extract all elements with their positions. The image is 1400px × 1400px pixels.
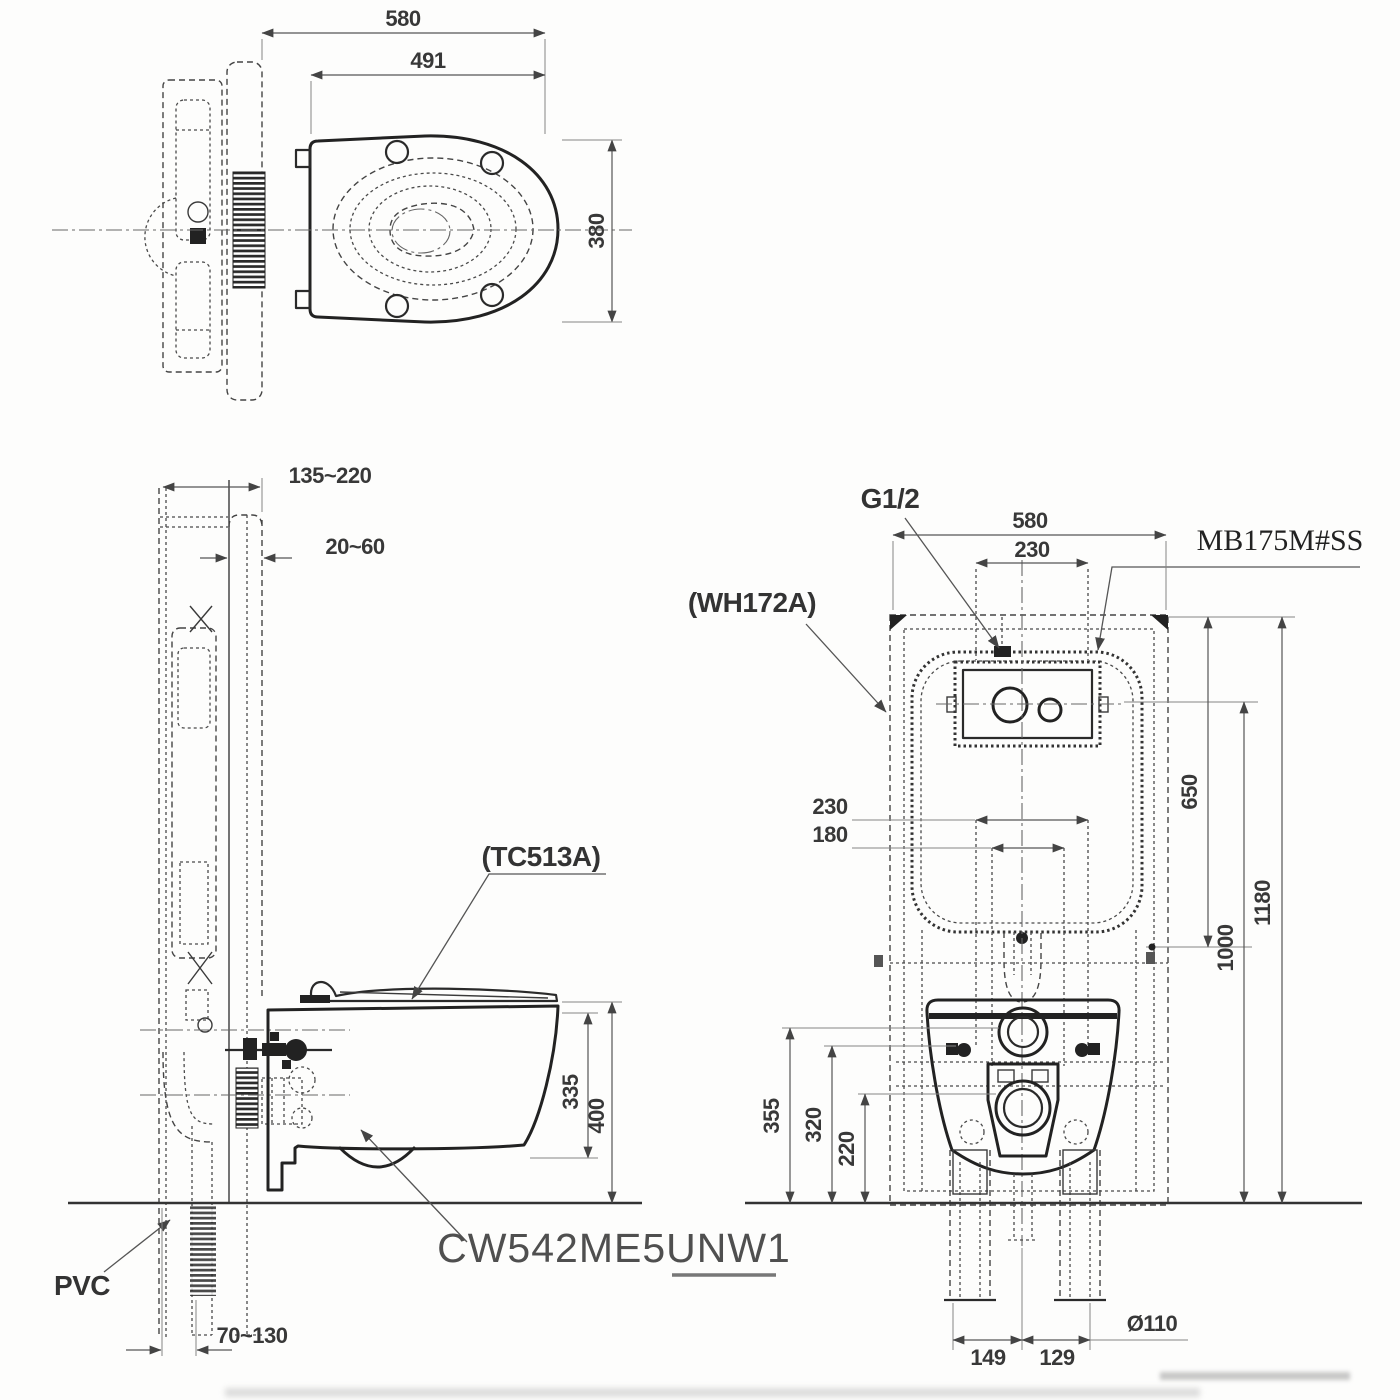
dim-front-129: 129 xyxy=(1039,1345,1074,1370)
top-view-dimensions: 580 491 380 xyxy=(261,6,622,323)
front-fixing-mark-right xyxy=(1146,952,1155,964)
side-pvc-label: PVC xyxy=(54,1219,171,1301)
dim-front-180: 180 xyxy=(812,822,847,847)
side-pipe-below-floor xyxy=(190,1206,216,1296)
dim-top-width-380: 380 xyxy=(584,213,609,248)
dim-front-1000: 1000 xyxy=(1213,924,1238,971)
front-cistern xyxy=(910,650,1144,934)
side-corrugated-connector xyxy=(235,1067,259,1129)
front-drain-pipes xyxy=(944,1149,1106,1302)
label-tc513a: (TC513A) xyxy=(482,841,601,872)
dim-front-220: 220 xyxy=(834,1131,859,1166)
label-pvc: PVC xyxy=(54,1270,110,1301)
label-mb175m-ss: MB175M#SS xyxy=(1197,524,1364,557)
front-mid-dimensions: 230 180 xyxy=(812,794,1089,853)
dim-front-320: 320 xyxy=(801,1107,826,1142)
bowl-inlet-hole xyxy=(997,1006,1049,1058)
flush-button-small xyxy=(1037,697,1063,723)
label-wh172a: (WH172A) xyxy=(688,587,816,618)
side-tank-internals xyxy=(171,605,217,1033)
side-bowl-profile xyxy=(266,1004,560,1192)
side-view: (TC513A) CW542ME5UNW1 PVC 135~220 20~60 … xyxy=(54,463,791,1356)
side-seat-label: (TC513A) xyxy=(411,841,606,1000)
cutoff-caption-blur-right xyxy=(1160,1372,1350,1380)
dim-side-335: 335 xyxy=(558,1074,583,1109)
side-dimensions: 135~220 20~60 335 400 70~130 xyxy=(126,463,622,1356)
front-view: G1/2 (WH172A) MB175M#SS 580 230 230 180 xyxy=(688,483,1363,1370)
front-bottom-dimensions: 149 129 Ø110 xyxy=(952,1248,1188,1370)
flush-button-large xyxy=(991,686,1029,724)
dim-side-135-220: 135~220 xyxy=(289,463,372,488)
bowl-outlet-hole xyxy=(994,1079,1052,1137)
front-fixing-mark-left xyxy=(874,955,883,967)
top-view-toilet-outline xyxy=(294,134,560,324)
front-left-dimensions: 355 320 220 xyxy=(759,1027,999,1204)
dim-side-400: 400 xyxy=(584,1098,609,1133)
front-top-dimensions: 580 230 xyxy=(892,508,1167,610)
dim-front-dia110: Ø110 xyxy=(1127,1311,1178,1336)
front-bowl xyxy=(925,998,1121,1176)
front-right-dimensions: 650 1000 1180 xyxy=(1124,616,1295,1204)
front-labels: G1/2 (WH172A) MB175M#SS xyxy=(688,483,1364,713)
top-view-wall-band xyxy=(226,61,263,401)
dim-front-355: 355 xyxy=(759,1098,784,1133)
dim-front-580: 580 xyxy=(1012,508,1047,533)
top-view-tank-outline xyxy=(144,79,223,373)
front-frame xyxy=(874,614,1169,1206)
dim-side-70-130: 70~130 xyxy=(216,1323,287,1348)
label-g12: G1/2 xyxy=(861,483,920,514)
label-cw542me5unw1: CW542ME5UNW1 xyxy=(437,1225,791,1271)
dim-front-149: 149 xyxy=(970,1345,1005,1370)
side-pvc-elbow xyxy=(162,1051,216,1336)
top-view: 580 491 380 xyxy=(52,6,632,401)
dim-top-seat-491: 491 xyxy=(410,48,445,73)
cutoff-caption-blur xyxy=(225,1388,1200,1397)
dim-front-650: 650 xyxy=(1177,774,1202,809)
water-inlet-fitting xyxy=(994,646,1011,657)
side-seat-lid xyxy=(300,980,559,1003)
dim-top-overall-580: 580 xyxy=(385,6,420,31)
dim-side-20-60: 20~60 xyxy=(325,534,385,559)
dim-front-230-top: 230 xyxy=(1014,537,1049,562)
dim-front-1180: 1180 xyxy=(1250,880,1275,926)
front-flush-plate xyxy=(936,617,1124,748)
side-outlet-connection xyxy=(261,1066,316,1129)
side-bowl-label: CW542ME5UNW1 xyxy=(360,1129,791,1277)
dim-front-230-mid: 230 xyxy=(812,794,847,819)
bowl-outlet-bracket xyxy=(986,1062,1060,1158)
side-inlet-hardware xyxy=(225,1032,332,1069)
